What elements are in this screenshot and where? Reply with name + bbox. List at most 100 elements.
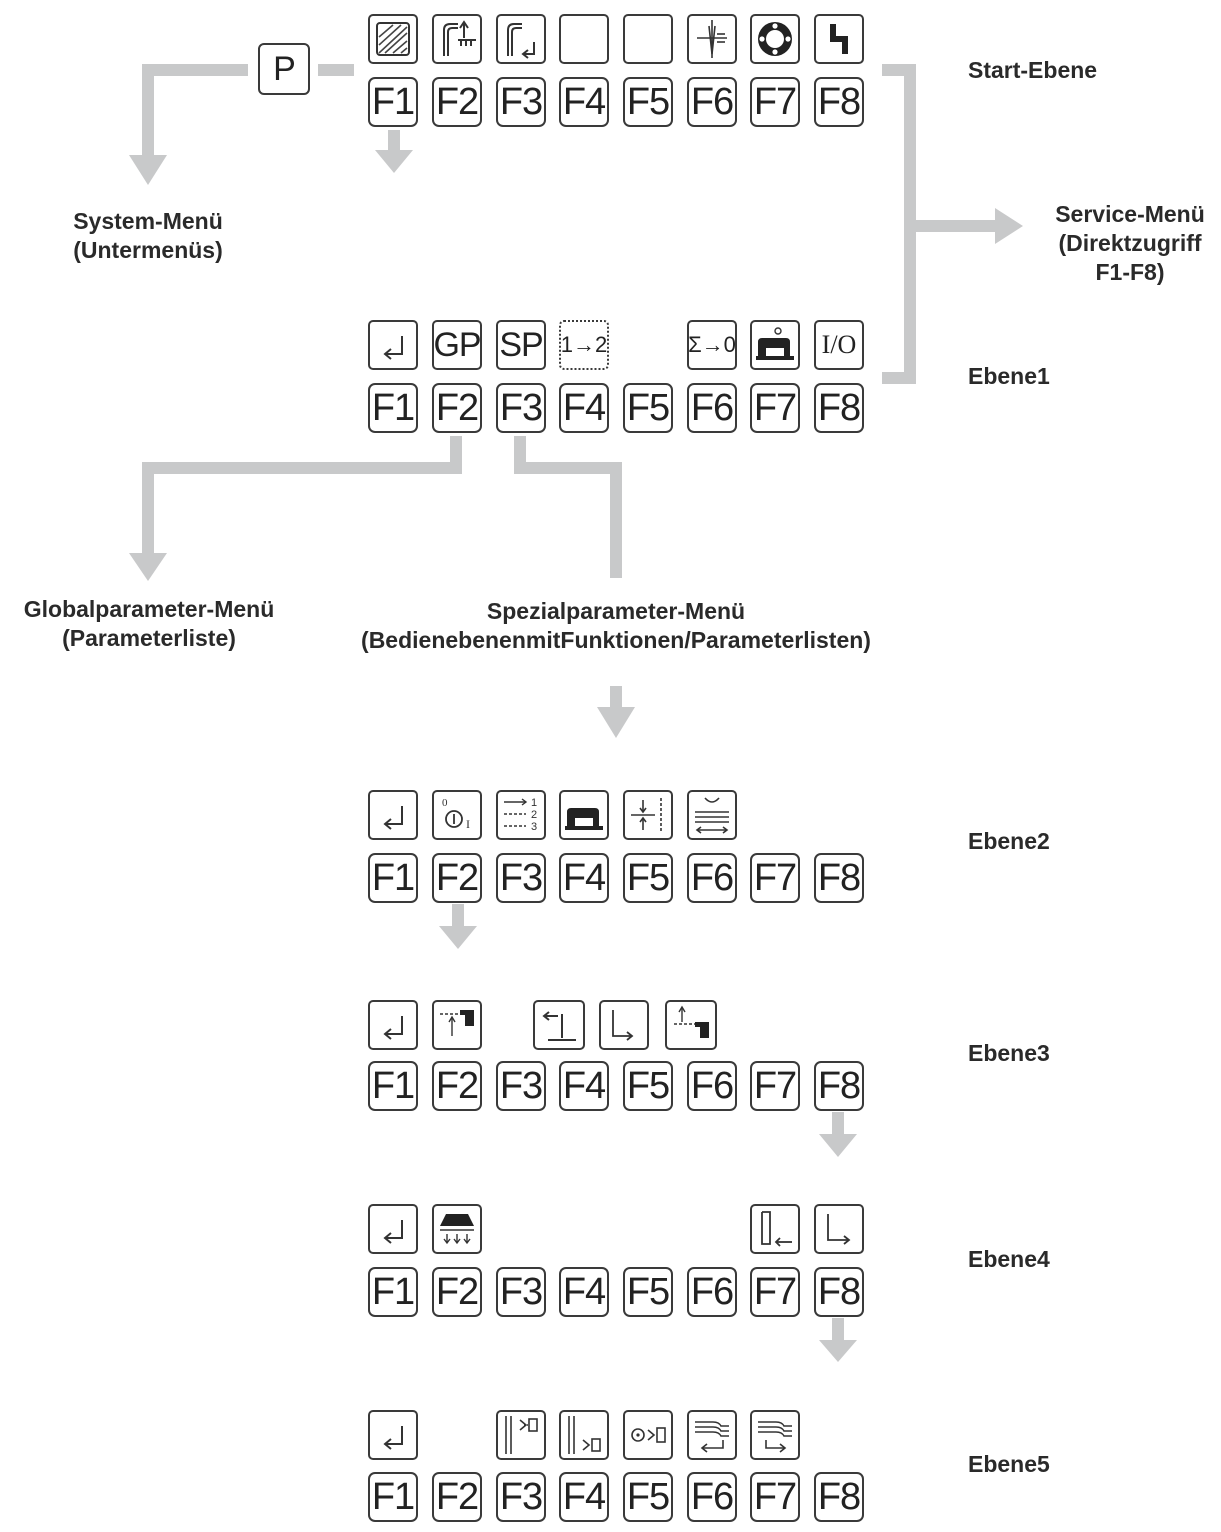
fkey-f1[interactable]: F1	[368, 1061, 418, 1111]
fkey-f8[interactable]: F8	[814, 1267, 864, 1317]
return-icon[interactable]	[368, 1410, 418, 1460]
foot-lift-icon[interactable]	[432, 1000, 482, 1050]
fkey-f4[interactable]: F4	[559, 77, 609, 127]
back-tack-icon[interactable]	[533, 1000, 585, 1050]
arrowhead-ebene2	[439, 926, 477, 949]
empty-key-f4[interactable]	[559, 14, 609, 64]
fkey-f6[interactable]: F6	[687, 77, 737, 127]
empty-key-f5[interactable]	[623, 14, 673, 64]
feed-icon[interactable]	[687, 790, 737, 840]
connector-f3-to-special	[514, 436, 622, 578]
fkey-f7[interactable]: F7	[750, 1267, 800, 1317]
system-menu-subtitle: (Untermenüs)	[73, 237, 223, 263]
fkey-f2[interactable]: F2	[432, 1472, 482, 1522]
global-menu-label: Globalparameter-Menü (Parameterliste)	[0, 595, 298, 653]
svg-text:I: I	[466, 817, 470, 831]
fkey-f8[interactable]: F8	[814, 853, 864, 903]
fkey-f4[interactable]: F4	[559, 1267, 609, 1317]
fkey-f2[interactable]: F2	[432, 77, 482, 127]
fkey-f3[interactable]: F3	[496, 853, 546, 903]
fkey-f6[interactable]: F6	[687, 1061, 737, 1111]
system-menu-title: System-Menü	[73, 208, 223, 234]
return-icon[interactable]	[368, 320, 418, 370]
level-label-ebene1: Ebene1	[968, 363, 1050, 389]
fkey-f7[interactable]: F7	[750, 853, 800, 903]
sum-reset-icon[interactable]: Σ→0	[687, 320, 737, 370]
system-menu-label: System-Menü (Untermenüs)	[48, 207, 248, 265]
return-icon[interactable]	[368, 1204, 418, 1254]
fkey-f5[interactable]: F5	[623, 1061, 673, 1111]
fkey-f6[interactable]: F6	[687, 853, 737, 903]
fkey-f3[interactable]: F3	[496, 1061, 546, 1111]
ring-icon[interactable]	[750, 14, 800, 64]
io-icon[interactable]: I/O	[814, 320, 864, 370]
sp-icon[interactable]: SP	[496, 320, 546, 370]
fkey-f6[interactable]: F6	[687, 1267, 737, 1317]
puller-icon[interactable]	[432, 1204, 482, 1254]
fkey-f8[interactable]: F8	[814, 383, 864, 433]
level-label-ebene5: Ebene5	[968, 1451, 1050, 1477]
fkey-f7[interactable]: F7	[750, 77, 800, 127]
fkey-f8[interactable]: F8	[814, 1061, 864, 1111]
fkey-f2[interactable]: F2	[432, 853, 482, 903]
fkey-f4[interactable]: F4	[559, 853, 609, 903]
presser-foot-down-icon[interactable]	[496, 14, 546, 64]
p-key[interactable]: P	[258, 43, 310, 95]
presser-foot-up-icon[interactable]	[432, 14, 482, 64]
fkey-f2[interactable]: F2	[432, 1061, 482, 1111]
light-barrier-icon[interactable]	[623, 1410, 673, 1460]
return-icon[interactable]	[368, 1000, 418, 1050]
fkey-f8[interactable]: F8	[814, 77, 864, 127]
fkey-f2[interactable]: F2	[432, 383, 482, 433]
sewing-machine-icon[interactable]	[750, 320, 800, 370]
lift-machine-icon[interactable]	[665, 1000, 717, 1050]
fkey-f2[interactable]: F2	[432, 1267, 482, 1317]
fkey-f7[interactable]: F7	[750, 383, 800, 433]
fkey-f7[interactable]: F7	[750, 1061, 800, 1111]
fkey-f3[interactable]: F3	[496, 77, 546, 127]
fkey-f6[interactable]: F6	[687, 1472, 737, 1522]
fkey-f3[interactable]: F3	[496, 383, 546, 433]
fkey-f5[interactable]: F5	[623, 853, 673, 903]
sensor-left-icon[interactable]	[496, 1410, 546, 1460]
fkey-f4[interactable]: F4	[559, 1472, 609, 1522]
return-icon[interactable]	[368, 790, 418, 840]
svg-text:2: 2	[531, 809, 537, 821]
connector-p-to-system	[142, 64, 248, 155]
one-to-two-icon[interactable]: 1→2	[559, 320, 609, 370]
level-label-ebene2: Ebene2	[968, 828, 1050, 854]
service-menu-line3: F1-F8)	[1095, 259, 1165, 285]
needle-icon[interactable]	[687, 14, 737, 64]
fkey-f1[interactable]: F1	[368, 77, 418, 127]
stitch-length-icon[interactable]	[623, 790, 673, 840]
sensor-bottom-icon[interactable]	[559, 1410, 609, 1460]
step-icon[interactable]	[814, 14, 864, 64]
corner-arrow-icon[interactable]	[599, 1000, 649, 1050]
fkey-f8[interactable]: F8	[814, 1472, 864, 1522]
fkey-f1[interactable]: F1	[368, 1472, 418, 1522]
fkey-f1[interactable]: F1	[368, 853, 418, 903]
fkey-f5[interactable]: F5	[623, 1267, 673, 1317]
bracket-left-icon[interactable]	[750, 1204, 800, 1254]
feed-return-icon[interactable]	[687, 1410, 737, 1460]
sewing-machine-icon[interactable]	[559, 790, 609, 840]
fkey-f3[interactable]: F3	[496, 1472, 546, 1522]
hatched-square-icon[interactable]	[368, 14, 418, 64]
level-label-ebene3: Ebene3	[968, 1040, 1050, 1066]
fkey-f5[interactable]: F5	[623, 77, 673, 127]
fkey-f4[interactable]: F4	[559, 1061, 609, 1111]
fkey-f5[interactable]: F5	[623, 383, 673, 433]
fkey-f7[interactable]: F7	[750, 1472, 800, 1522]
corner-right-icon[interactable]	[814, 1204, 864, 1254]
service-menu-label: Service-Menü (Direktzugriff F1-F8)	[1040, 200, 1220, 287]
fkey-f6[interactable]: F6	[687, 383, 737, 433]
fkey-f5[interactable]: F5	[623, 1472, 673, 1522]
fkey-f1[interactable]: F1	[368, 383, 418, 433]
feed-forward-icon[interactable]	[750, 1410, 800, 1460]
gp-icon[interactable]: GP	[432, 320, 482, 370]
fkey-f1[interactable]: F1	[368, 1267, 418, 1317]
fkey-f3[interactable]: F3	[496, 1267, 546, 1317]
fkey-f4[interactable]: F4	[559, 383, 609, 433]
